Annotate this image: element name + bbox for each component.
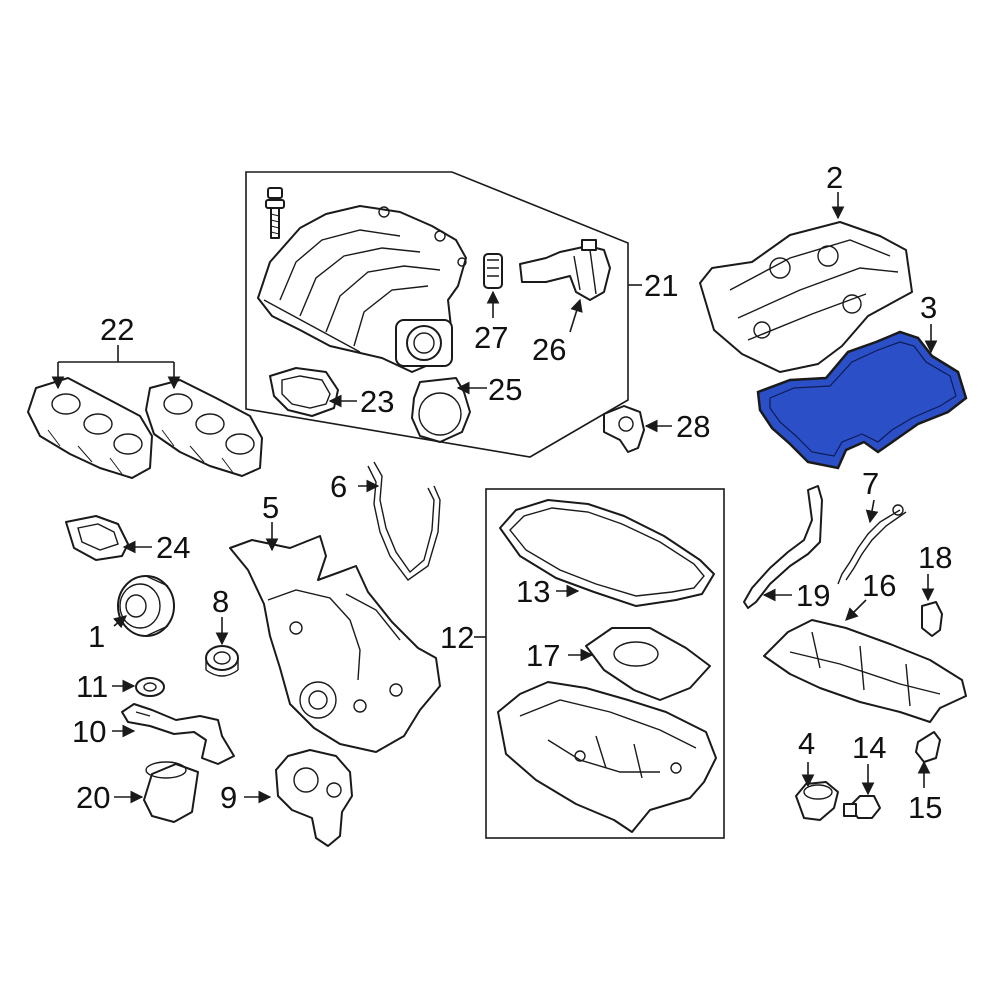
timing-chain-guide[interactable] [367, 461, 441, 581]
crankshaft-pulley[interactable] [117, 575, 175, 637]
dipstick[interactable] [837, 504, 907, 585]
manifold-bolt[interactable] [265, 187, 285, 239]
callout-14: 14 [852, 730, 886, 765]
callout-16: 16 [862, 568, 896, 603]
oil-pickup-tube[interactable] [121, 703, 235, 765]
callout-25: 25 [488, 372, 522, 407]
callout-15: 15 [908, 790, 942, 825]
oil-pan-gasket[interactable] [499, 499, 715, 607]
callout-18: 18 [918, 540, 952, 575]
callout-19: 19 [796, 578, 830, 613]
intake-runner-right[interactable] [145, 379, 263, 477]
leader-7 [865, 499, 879, 524]
leader-22 [58, 345, 174, 363]
oil-filter[interactable] [143, 761, 199, 823]
callout-24: 24 [156, 530, 190, 565]
oil-pan-baffle[interactable] [585, 627, 711, 701]
front-seal[interactable] [205, 645, 239, 677]
throttle-body[interactable] [395, 319, 453, 367]
valve-cover[interactable] [699, 221, 913, 373]
callout-11: 11 [76, 669, 108, 704]
leader-26 [569, 298, 583, 333]
throttle-body-gasket[interactable] [269, 367, 339, 417]
callout-10: 10 [72, 714, 106, 749]
callout-9: 9 [220, 780, 237, 815]
callout-7: 7 [862, 466, 879, 501]
callout-6: 6 [330, 469, 347, 504]
callout-8: 8 [212, 584, 229, 619]
callout-12: 12 [440, 620, 474, 655]
gasket-small[interactable] [65, 515, 129, 561]
drain-plug[interactable] [843, 795, 881, 819]
intake-group-frame [245, 171, 629, 458]
callout-21: 21 [644, 268, 678, 303]
callout-26: 26 [532, 332, 566, 367]
hose-clamp[interactable] [483, 253, 503, 289]
washer[interactable] [135, 677, 165, 697]
callout-27: 27 [474, 320, 508, 355]
callout-20: 20 [76, 780, 110, 815]
oil-pan[interactable] [497, 681, 717, 833]
dipstick-tube[interactable] [743, 485, 823, 609]
throttle-gasket-ring[interactable] [411, 377, 471, 443]
callout-28: 28 [676, 409, 710, 444]
callout-1: 1 [88, 619, 105, 654]
callout-2: 2 [826, 160, 843, 195]
callout-13: 13 [516, 574, 550, 609]
leader-16 [845, 599, 867, 621]
oil-pan-group-frame [485, 488, 725, 839]
timing-cover[interactable] [229, 535, 441, 753]
callout-23: 23 [360, 384, 394, 419]
oil-pump[interactable] [275, 749, 353, 847]
callout-17: 17 [526, 638, 560, 673]
callout-22: 22 [100, 312, 134, 347]
callout-5: 5 [262, 490, 279, 525]
bracket[interactable] [915, 731, 941, 763]
callout-4: 4 [798, 726, 815, 761]
windage-tray[interactable] [763, 619, 967, 723]
pcv-tube[interactable] [519, 239, 611, 301]
breather-connector[interactable] [921, 601, 943, 637]
callout-3: 3 [920, 290, 937, 325]
intake-runner-left[interactable] [27, 377, 153, 479]
oil-filler-cap[interactable] [795, 781, 839, 821]
valve-cover-gasket[interactable] [756, 330, 968, 470]
leader-1 [113, 615, 127, 629]
sensor[interactable] [603, 405, 645, 453]
